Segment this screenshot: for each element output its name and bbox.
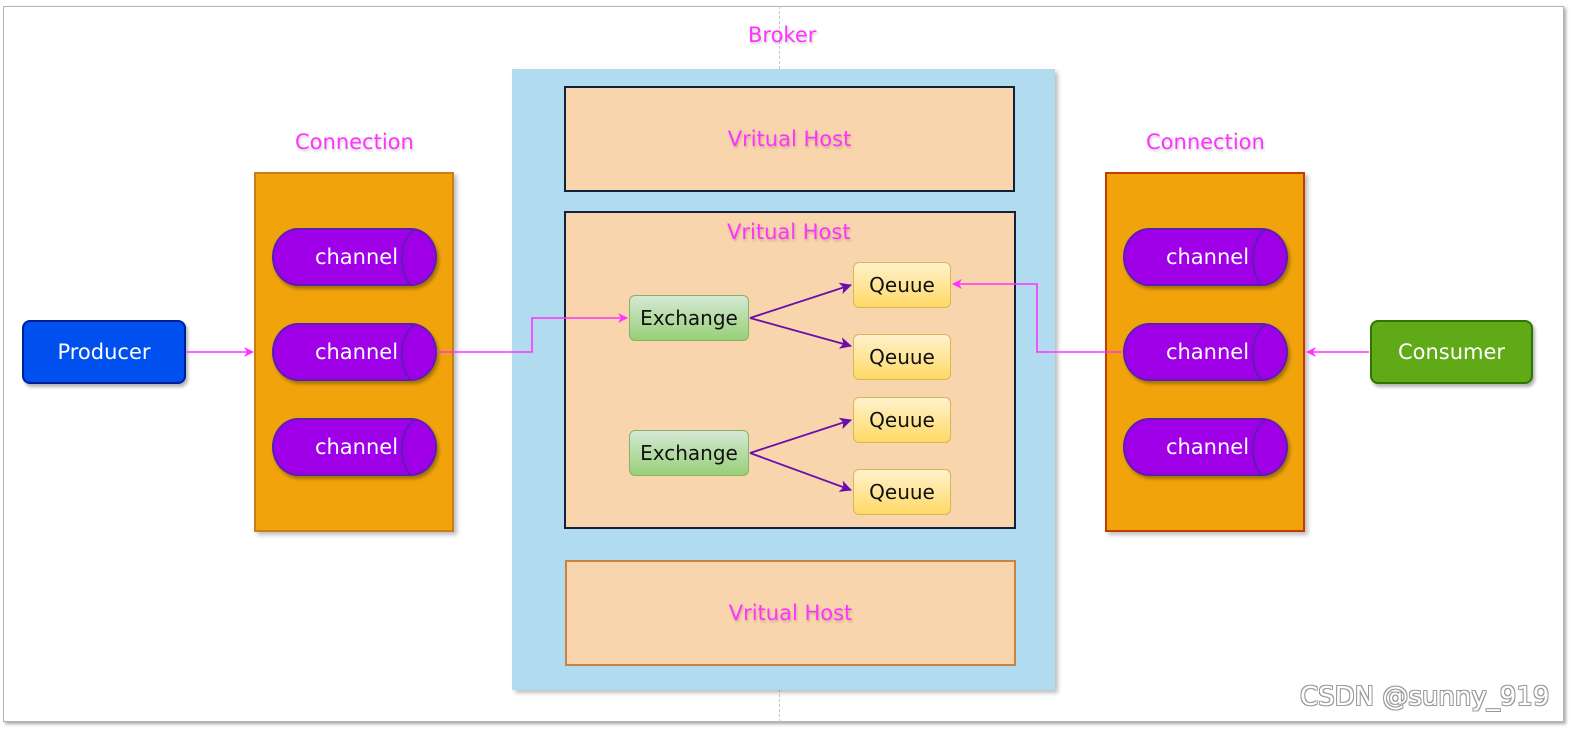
left-channel-1-label: channel: [314, 245, 399, 269]
queue-2: Qeuue: [853, 334, 951, 380]
left-channel-1: channel: [272, 228, 437, 286]
right-channel-2: channel: [1123, 323, 1288, 381]
cylinder-cap: [1252, 230, 1286, 284]
queue-4: Qeuue: [853, 469, 951, 515]
right-channel-3-label: channel: [1165, 435, 1250, 459]
exchange-2-to-queue-3-binding: [749, 417, 852, 454]
cylinder-cap: [401, 230, 435, 284]
left-channel-2: channel: [272, 323, 437, 381]
virtual-host-3: Vritual Host: [565, 560, 1016, 666]
exchange-2-to-queue-4-binding: [749, 452, 852, 492]
cylinder-cap: [401, 325, 435, 379]
left-connection-label: Connection: [295, 130, 414, 154]
virtual-host-3-label: Vritual Host: [728, 601, 853, 625]
exchange-1-to-queue-1-binding: [749, 282, 852, 319]
watermark-text: CSDN @sunny_919: [1300, 682, 1550, 712]
right-connection-label: Connection: [1146, 130, 1265, 154]
virtual-host-1: Vritual Host: [564, 86, 1015, 192]
left-channel-3: channel: [272, 418, 437, 476]
left-channel-3-label: channel: [314, 435, 399, 459]
exchange-1-to-queue-2-binding: [749, 317, 852, 349]
right-channel-2-label: channel: [1165, 340, 1250, 364]
right-channel-1: channel: [1123, 228, 1288, 286]
virtual-host-2-label: Vritual Host: [727, 220, 851, 244]
right-channel-3: channel: [1123, 418, 1288, 476]
cylinder-cap: [1252, 325, 1286, 379]
left-channel-2-label: channel: [314, 340, 399, 364]
producer-node: Producer: [22, 320, 186, 384]
channel-to-exchange-arrow: [437, 313, 628, 353]
queue-1: Qeuue: [853, 262, 951, 308]
cylinder-cap: [1252, 420, 1286, 474]
exchange-1: Exchange: [629, 295, 749, 341]
right-channel-1-label: channel: [1165, 245, 1250, 269]
exchange-2: Exchange: [629, 430, 749, 476]
consumer-node: Consumer: [1370, 320, 1533, 384]
cylinder-cap: [401, 420, 435, 474]
virtual-host-1-label: Vritual Host: [727, 127, 852, 151]
channel-to-queue-arrow: [952, 279, 1122, 353]
queue-3: Qeuue: [853, 397, 951, 443]
broker-label: Broker: [748, 23, 817, 47]
